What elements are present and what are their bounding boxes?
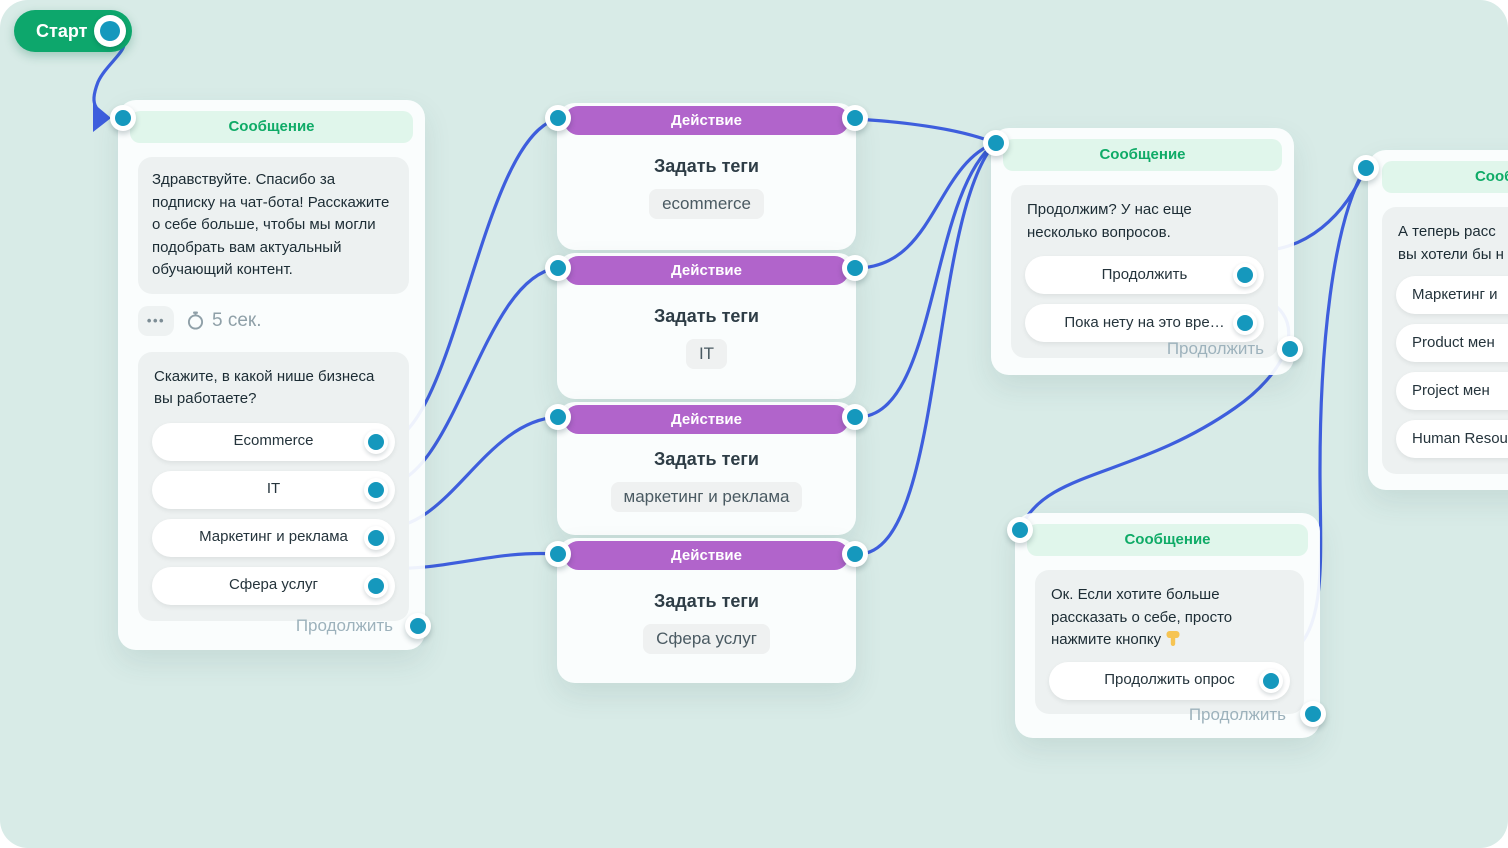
input-dot[interactable] (110, 105, 136, 131)
output-dot[interactable] (842, 255, 868, 281)
message-bubble[interactable]: А теперь расс вы хотели бы н Маркетинг и… (1382, 207, 1508, 474)
message-node-more-info[interactable]: Сообщение Ок. Если хотите больше рассказ… (1007, 513, 1326, 738)
input-dot[interactable] (1007, 517, 1033, 543)
button-label: Маркетинг и (1412, 285, 1498, 303)
output-dot[interactable] (842, 105, 868, 131)
button-label: Продолжить опрос (1104, 671, 1235, 689)
output-dot-services[interactable] (364, 573, 388, 598)
quick-reply-project-manager[interactable]: Project мен (1396, 372, 1508, 410)
node-type-header: Действие (564, 405, 849, 434)
message-text-line1: А теперь расс (1398, 223, 1496, 240)
quick-reply-continue[interactable]: Продолжить (1025, 256, 1264, 294)
start-node[interactable]: Старт (14, 10, 132, 52)
button-label: IT (266, 480, 281, 498)
input-dot[interactable] (545, 541, 571, 567)
node-type-header: Действие (564, 256, 849, 285)
action-node-marketing[interactable]: Действие Задать теги маркетинг и реклама (545, 402, 868, 535)
output-dot-marketing[interactable] (364, 525, 388, 550)
link-action4-to-msg2[interactable] (854, 141, 997, 556)
button-label: Project мен (1412, 381, 1490, 399)
quick-reply-marketing[interactable]: Маркетинг и реклама (152, 518, 395, 557)
button-label: Пока нету на это вре… (1064, 313, 1225, 331)
tag-chip: маркетинг и реклама (610, 482, 803, 512)
quick-reply-marketing-role[interactable]: Маркетинг и (1396, 276, 1508, 314)
action-node-ecommerce[interactable]: Действие Задать теги ecommerce (545, 103, 868, 250)
quick-reply-no-time[interactable]: Пока нету на это вре… (1025, 304, 1264, 342)
link-action2-to-msg2[interactable] (854, 141, 997, 270)
quick-reply-it[interactable]: IT (152, 470, 395, 509)
delay-indicator: 5 сек. (186, 310, 262, 332)
action-title: Задать теги (654, 156, 759, 176)
more-options-button[interactable]: ••• (138, 305, 174, 336)
node-type-header: Сообщение (1027, 524, 1308, 556)
tag-chip: ecommerce (649, 189, 764, 219)
quick-reply-continue-survey[interactable]: Продолжить опрос (1049, 661, 1290, 700)
message-text-line2: вы хотели бы н (1398, 245, 1504, 263)
quick-reply-services[interactable]: Сфера услуг (152, 566, 395, 605)
node-type-header: Сообщение (130, 111, 413, 143)
quick-reply-product-manager[interactable]: Product мен (1396, 324, 1508, 362)
output-dot-continue-btn[interactable] (1233, 263, 1257, 287)
input-dot[interactable] (545, 105, 571, 131)
question-text: Скажите, в какой нише бизнеса вы работае… (154, 367, 375, 408)
start-output-dot[interactable] (94, 15, 126, 47)
tag-chip: Сфера услуг (643, 624, 770, 654)
button-label: Маркетинг и реклама (199, 528, 348, 546)
pointing-down-emoji (1166, 631, 1180, 646)
message-text: Ок. Если хотите больше рассказать о себе… (1051, 584, 1288, 652)
tag-chip: IT (685, 339, 728, 369)
output-dot-it[interactable] (364, 477, 388, 502)
delay-value: 5 сек. (212, 309, 262, 331)
action-node-services[interactable]: Действие Задать теги Сфера услуг (545, 538, 868, 683)
link-action1-to-msg2[interactable] (854, 117, 997, 145)
quick-reply-human-resources[interactable]: Human Resou (1396, 420, 1508, 458)
output-dot[interactable] (842, 404, 868, 430)
action-title: Задать теги (654, 306, 759, 326)
message-text: Продолжим? У нас еще несколько вопросов. (1027, 201, 1192, 241)
message-text: А теперь расс вы хотели бы н (1398, 221, 1508, 266)
action-title: Задать теги (654, 591, 759, 611)
link-action3-to-msg2[interactable] (854, 141, 997, 419)
output-dot-continue-survey[interactable] (1259, 668, 1283, 693)
button-label: Human Resou (1412, 429, 1508, 447)
output-dot-ecommerce[interactable] (364, 429, 388, 454)
message-bubble[interactable]: Продолжим? У нас еще несколько вопросов.… (1011, 185, 1278, 358)
timer-icon (187, 311, 204, 330)
input-dot[interactable] (545, 404, 571, 430)
button-label: Продолжить (1101, 265, 1188, 283)
continue-label: Продолжить (295, 616, 393, 635)
message-bubble[interactable]: Ок. Если хотите больше рассказать о себе… (1035, 570, 1304, 714)
action-title: Задать теги (654, 449, 759, 469)
input-dot[interactable] (983, 130, 1009, 156)
continue-label: Продолжить (1188, 705, 1286, 724)
output-dot-no-time[interactable] (1233, 311, 1257, 335)
message-node-roles[interactable]: Сообщение А теперь расс вы хотели бы н М… (1353, 150, 1508, 490)
button-label: Product мен (1412, 333, 1495, 351)
action-node-it[interactable]: Действие Задать теги IT (545, 253, 868, 399)
quick-reply-ecommerce[interactable]: Ecommerce (152, 422, 395, 461)
continue-label: Продолжить (1166, 339, 1264, 358)
node-type-header: Действие (564, 106, 849, 135)
input-dot[interactable] (545, 255, 571, 281)
message-text-inner: Ок. Если хотите больше рассказать о себе… (1051, 586, 1233, 648)
button-label: Ecommerce (233, 432, 314, 450)
message-node-welcome[interactable]: Сообщение Здравствуйте. Спасибо за подпи… (110, 100, 431, 650)
start-label: Старт (36, 20, 88, 41)
output-dot-continue[interactable] (1300, 701, 1326, 727)
output-dot[interactable] (842, 541, 868, 567)
button-label: Сфера услуг (229, 576, 318, 594)
node-type-header: Сообщение (1382, 161, 1508, 193)
question-bubble[interactable]: Скажите, в какой нише бизнеса вы работае… (138, 351, 409, 621)
node-type-header: Сообщение (1003, 139, 1282, 171)
message-node-continue[interactable]: Сообщение Продолжим? У нас еще несколько… (983, 128, 1303, 375)
node-type-header: Действие (564, 541, 849, 570)
output-dot-continue[interactable] (405, 613, 431, 639)
output-dot-continue[interactable] (1277, 336, 1303, 362)
link-arrowhead (93, 103, 111, 132)
message-bubble[interactable]: Здравствуйте. Спасибо за подписку на чат… (138, 157, 409, 294)
input-dot[interactable] (1353, 155, 1379, 181)
